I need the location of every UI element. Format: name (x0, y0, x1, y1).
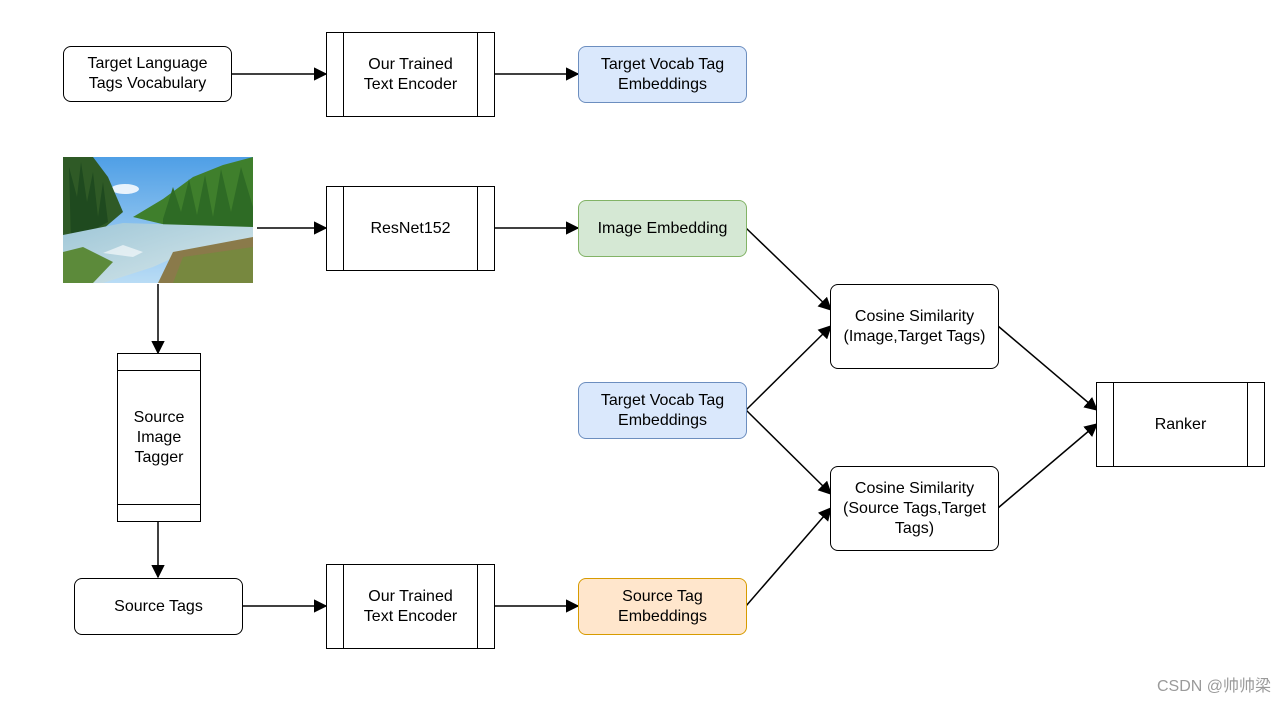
ranker-box: Ranker (1096, 382, 1265, 467)
target-vocab-embeddings-mid-box: Target Vocab Tag Embeddings (578, 382, 747, 439)
source-image-tagger-box: Source Image Tagger (117, 353, 201, 522)
target-language-vocab-box: Target Language Tags Vocabulary (63, 46, 232, 102)
target-vocab-embeddings-top-box: Target Vocab Tag Embeddings (578, 46, 747, 103)
source-tags-box: Source Tags (74, 578, 243, 635)
arrow-vocab-emb-to-cosine-image (745, 325, 832, 411)
arrow-source-emb-to-cosine-source (745, 506, 832, 607)
arrow-cosine-image-to-ranker (997, 325, 1099, 411)
resnet-box: ResNet152 (326, 186, 495, 271)
source-tag-embeddings-box: Source Tag Embeddings (578, 578, 747, 635)
arrow-vocab-emb-to-cosine-source (745, 409, 832, 495)
landscape-image (63, 157, 253, 283)
landscape-illustration (63, 157, 253, 283)
arrow-cosine-source-to-ranker (997, 423, 1099, 509)
cosine-similarity-image-box: Cosine Similarity (Image,Target Tags) (830, 284, 999, 369)
text-encoder-bottom-box: Our Trained Text Encoder (326, 564, 495, 649)
text-encoder-top-box: Our Trained Text Encoder (326, 32, 495, 117)
watermark: CSDN @帅帅梁 (1156, 678, 1271, 695)
image-embedding-box: Image Embedding (578, 200, 747, 257)
arrow-image-emb-to-cosine-image (745, 227, 832, 311)
cosine-similarity-source-box: Cosine Similarity (Source Tags,Target Ta… (830, 466, 999, 551)
